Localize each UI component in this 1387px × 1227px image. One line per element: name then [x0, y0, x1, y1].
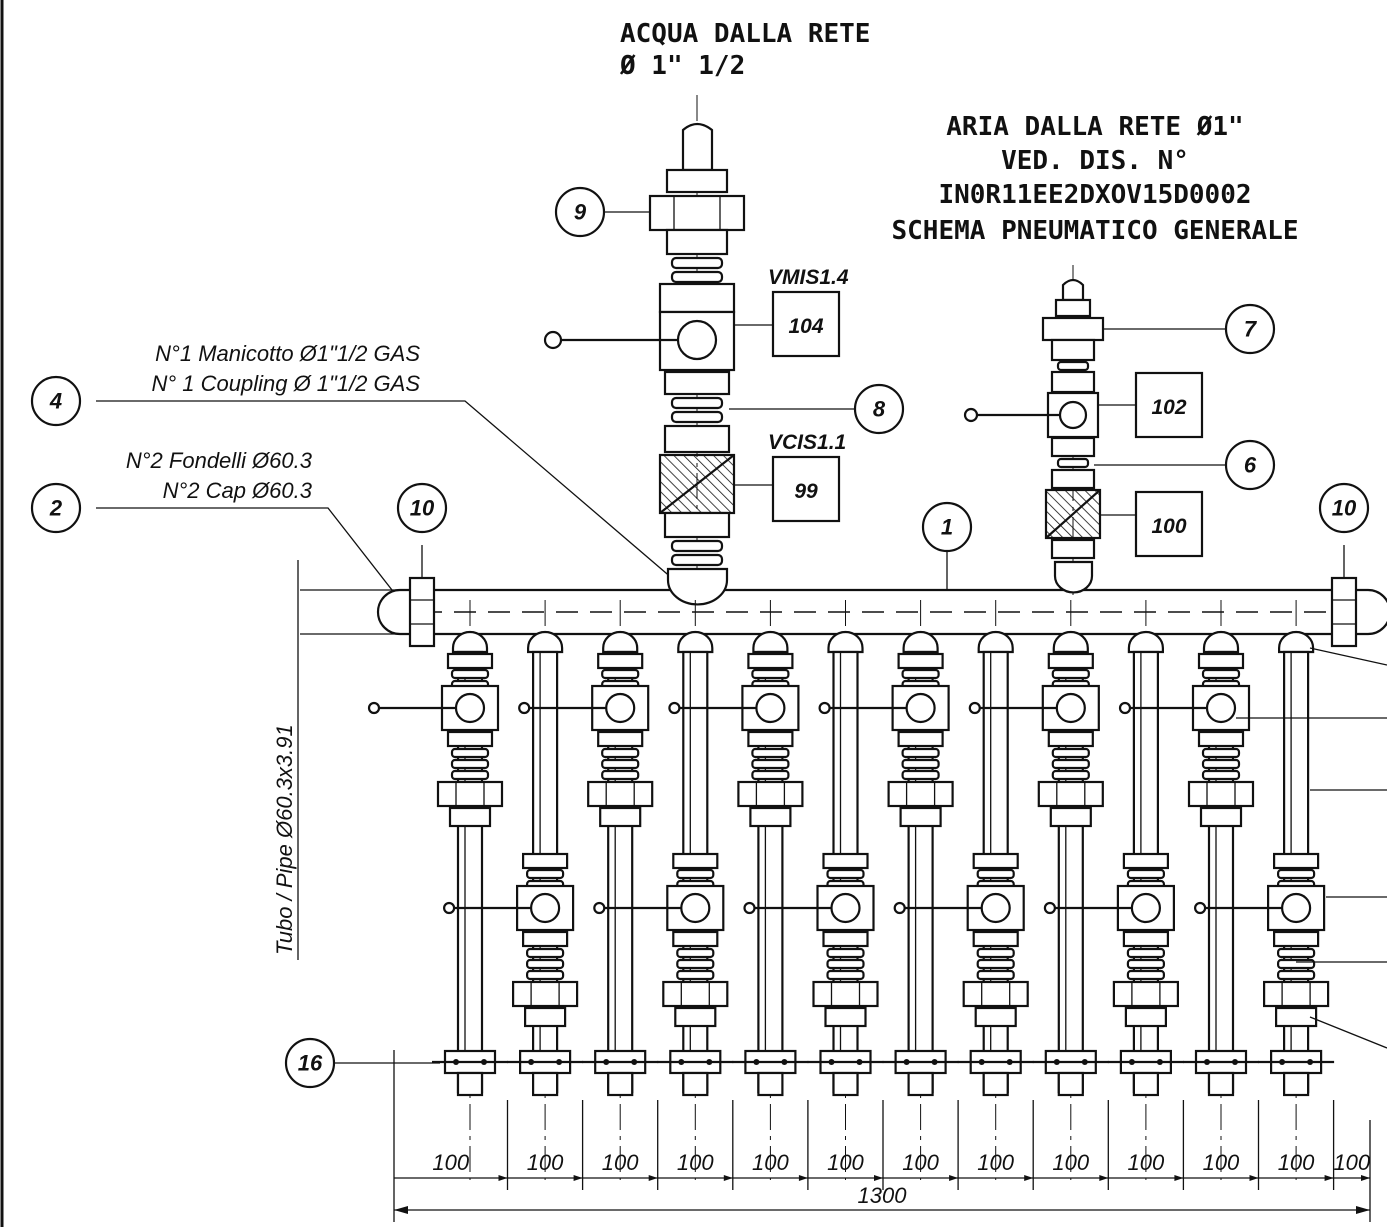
outlet-branch: [893, 600, 1034, 1180]
water-inlet-size: Ø 1" 1/2: [619, 51, 745, 81]
balloon-8: 8: [729, 383, 905, 435]
air-inlet-note: ARIA DALLA RETE Ø1" VED. DIS. N° IN0R11E…: [892, 112, 1299, 246]
svg-text:1: 1: [941, 515, 953, 540]
balloon-10-left: 10: [396, 482, 448, 534]
dimension-pitch-label: 100: [1203, 1150, 1240, 1175]
balloon-4: 4: [30, 375, 82, 427]
svg-text:8: 8: [873, 397, 886, 422]
balloon-10-right: 10: [1318, 482, 1370, 534]
coupling-note-it: N°1 Manicotto Ø1"1/2 GAS: [155, 341, 420, 366]
balloon-9: 9: [554, 186, 650, 238]
outlet-branches: [367, 600, 1335, 1180]
valve-tag-vmis: VMIS1.4: [768, 266, 849, 289]
svg-text:99: 99: [794, 480, 818, 503]
svg-text:100: 100: [1151, 515, 1186, 538]
dimension-pitch-label: 100: [902, 1150, 939, 1175]
svg-text:10: 10: [410, 496, 435, 521]
outlet-branch: [968, 600, 1109, 1180]
svg-text:SCHEMA PNEUMATICO GENERALE: SCHEMA PNEUMATICO GENERALE: [892, 216, 1299, 246]
dimension-pitch-label: 100: [1278, 1150, 1315, 1175]
outlet-branch: [1043, 600, 1184, 1180]
right-edge-leaders: [1236, 647, 1387, 1049]
outlet-branch: [668, 600, 809, 1180]
outlet-branch: [743, 600, 884, 1180]
valve-tag-vcis: VCIS1.1: [768, 431, 846, 454]
caps-note-en: N°2 Cap Ø60.3: [163, 478, 313, 503]
outlet-branch: [1193, 600, 1335, 1180]
svg-text:4: 4: [49, 389, 62, 414]
water-inlet-title: ACQUA DALLA RETE: [620, 19, 870, 49]
outlet-branch: [1118, 600, 1259, 1180]
svg-text:2: 2: [49, 496, 63, 521]
svg-text:10: 10: [1332, 496, 1357, 521]
svg-text:9: 9: [574, 200, 587, 225]
svg-text:102: 102: [1151, 396, 1186, 419]
outlet-branch: [367, 600, 508, 1180]
balloon-16: 16: [284, 1037, 440, 1089]
dimension-pitch-label: 100: [752, 1150, 789, 1175]
svg-text:7: 7: [1244, 317, 1258, 342]
outlet-branch: [518, 600, 659, 1180]
outlet-branch: [818, 600, 959, 1180]
dimension-pitch-label: 100: [527, 1150, 564, 1175]
dimension-pitch-label: 100: [677, 1150, 714, 1175]
dimension-pitch-label: 100: [602, 1150, 639, 1175]
balloon-2: 2: [30, 482, 82, 534]
outlet-branch: [593, 600, 734, 1180]
code-box-100: 100: [1100, 490, 1204, 558]
water-inlet-assembly: [543, 95, 746, 606]
svg-text:VED. DIS. N°: VED. DIS. N°: [1001, 146, 1189, 176]
dimension-pitch-label: 100: [1127, 1150, 1164, 1175]
coupling-note-en: N° 1 Coupling Ø 1"1/2 GAS: [151, 371, 420, 396]
outlet-branch: [443, 600, 584, 1180]
svg-text:6: 6: [1244, 453, 1257, 478]
dimension-pitch-label: 100: [1052, 1150, 1089, 1175]
caps-note-it: N°2 Fondelli Ø60.3: [126, 448, 313, 473]
air-inlet-assembly: [963, 265, 1105, 600]
end-flange-left: [408, 545, 436, 648]
code-box-104: 104: [734, 290, 841, 358]
code-box-99: 99: [734, 455, 841, 523]
svg-text:IN0R11EE2DXOV15D0002: IN0R11EE2DXOV15D0002: [938, 180, 1251, 210]
pipe-size-note: Tubo / Pipe Ø60.3x3.91: [272, 724, 297, 955]
caps-leader: [96, 507, 393, 591]
header-pipe: [297, 560, 1387, 960]
balloon-7: 7: [1103, 303, 1276, 355]
svg-text:ARIA DALLA RETE Ø1": ARIA DALLA RETE Ø1": [946, 112, 1243, 142]
balloon-1: 1: [921, 501, 973, 590]
dimension-pitch-label: 100: [1333, 1150, 1370, 1175]
end-flange-right: [1330, 545, 1358, 648]
dimension-pitch-label: 100: [827, 1150, 864, 1175]
dimension-pitch-label: 100: [977, 1150, 1014, 1175]
code-box-102: 102: [1098, 371, 1204, 439]
balloon-6: 6: [1094, 439, 1276, 491]
svg-text:104: 104: [788, 315, 823, 338]
svg-text:16: 16: [298, 1051, 323, 1076]
coupling-leader: [96, 400, 681, 586]
dimension-pitch-label: 100: [432, 1150, 469, 1175]
